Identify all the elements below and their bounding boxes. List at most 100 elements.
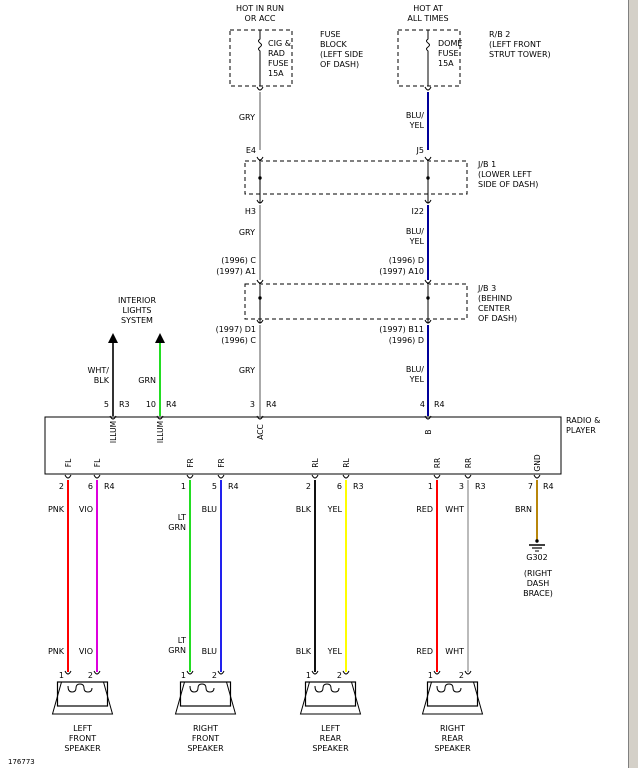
jb3-label: OF DASH) <box>478 314 517 323</box>
wire-color-label: BLU <box>202 647 218 656</box>
dome-fuse-label: FUSE <box>438 49 459 58</box>
cig-fuse-label: 15A <box>268 69 284 78</box>
acc-connector: R4 <box>266 400 277 409</box>
jb1-connector <box>424 156 432 161</box>
radio-output-connector: R4 <box>228 482 239 491</box>
speaker-name-label: REAR <box>442 734 464 743</box>
illum-pin-10: 10 <box>146 400 156 409</box>
speaker-coil <box>67 683 93 693</box>
speaker-pin: 1 <box>428 671 433 680</box>
radio-output-label: RL <box>311 457 320 467</box>
radio-output-pin: 6 <box>88 482 93 491</box>
window-frame-edge <box>628 0 638 768</box>
fuse-block-label: OF DASH) <box>320 60 359 69</box>
speaker-pin-connector <box>311 670 319 675</box>
jb1-right-splice <box>426 176 430 180</box>
cig-fuse-label: RAD <box>268 49 285 58</box>
pin-1997-b11: (1997) B11 <box>379 325 424 334</box>
wire-color-label: GRN <box>168 646 186 655</box>
fuse-block-label: BLOCK <box>320 40 348 49</box>
ground-location-label: DASH <box>527 579 550 588</box>
speaker-coil <box>314 683 340 693</box>
jb3-box <box>244 283 468 320</box>
speaker-pin-connector <box>64 670 72 675</box>
speaker-wire-connector <box>93 474 101 479</box>
jb1-connector <box>256 156 264 161</box>
fuse-block-label: FUSE <box>320 30 341 39</box>
wire-color-label: VIO <box>79 505 93 514</box>
wire-color-label: YEL <box>327 647 343 656</box>
interior-lights-label: LIGHTS <box>123 306 152 315</box>
wire-color-label: LT <box>178 513 186 522</box>
wire-color-label: LT <box>178 636 186 645</box>
pin-h3: H3 <box>245 207 256 216</box>
speaker-pin-connector <box>217 670 225 675</box>
speaker-pin: 2 <box>459 671 464 680</box>
speaker-name-label: SPEAKER <box>64 744 101 753</box>
wire-color-label: RED <box>416 505 433 514</box>
rb2-connector <box>424 86 432 91</box>
speaker-name-label: REAR <box>320 734 342 743</box>
radio-output-label: FR <box>186 458 195 468</box>
jb3-label: J/B 3 <box>477 284 496 293</box>
speaker-cone <box>299 681 362 715</box>
fuse-block-box <box>229 29 293 87</box>
speaker-pin-connector <box>464 670 472 675</box>
radio-output-pin: 5 <box>212 482 217 491</box>
jb3-connector <box>424 279 432 284</box>
radio-output-connector: R3 <box>353 482 364 491</box>
blu-yel-wire-1-label: YEL <box>409 121 425 130</box>
wire-color-label: YEL <box>327 505 343 514</box>
figure-id: 176773 <box>8 758 35 766</box>
illum-connector-r3: R3 <box>119 400 130 409</box>
speaker-wire-connector <box>217 474 225 479</box>
rb2-label: R/B 2 <box>489 30 510 39</box>
speaker-body <box>56 681 109 707</box>
always-power-label: ALL TIMES <box>407 14 448 23</box>
ground-location-label: BRACE) <box>523 589 553 598</box>
speaker-name-label: RIGHT <box>193 724 218 733</box>
wire-color-label: BLK <box>296 647 312 656</box>
radio-output-label: FL <box>64 458 73 467</box>
jb3-connector <box>424 319 432 324</box>
speaker-body <box>304 681 357 707</box>
pin-i22: I22 <box>411 207 424 216</box>
jb1-label: SIDE OF DASH) <box>478 180 538 189</box>
cig-rad-fuse <box>258 36 262 54</box>
wire-color-label: WHT <box>445 505 464 514</box>
pin-j5: J5 <box>416 146 424 155</box>
jb3-right-splice <box>426 296 430 300</box>
pin-1997-a10: (1997) A10 <box>379 267 424 276</box>
speaker-pin: 2 <box>337 671 342 680</box>
radio-pin-label: ACC <box>256 424 265 439</box>
speaker-pin-connector <box>433 670 441 675</box>
speaker-wire-connector <box>64 474 72 479</box>
wire-color-label: RED <box>416 647 433 656</box>
interior-lights-label: INTERIOR <box>118 296 157 305</box>
illum-pin-5: 5 <box>104 400 109 409</box>
speaker-name-label: RIGHT <box>440 724 465 733</box>
radio-top-connector <box>156 415 164 420</box>
rb2-label: STRUT TOWER) <box>489 50 551 59</box>
battery-pin: 4 <box>420 400 425 409</box>
blu-yel-wire-2-label: BLU/ <box>406 227 424 236</box>
speaker-pin: 2 <box>88 671 93 680</box>
speaker-wire-connector <box>311 474 319 479</box>
ground-node <box>535 539 539 543</box>
ground-pin: 7 <box>528 482 533 491</box>
jb1-box <box>244 160 468 195</box>
wht-blk-wire-label: BLK <box>94 376 110 385</box>
dome-fuse-label: DOME <box>438 39 462 48</box>
gry-wire-3-label: GRY <box>239 366 255 375</box>
dome-fuse-label: 15A <box>438 59 454 68</box>
wire-color-label: PNK <box>48 505 65 514</box>
speaker-name-label: LEFT <box>73 724 92 733</box>
radio-output-pin: 6 <box>337 482 342 491</box>
dome-fuse <box>426 36 430 54</box>
pin-1997-d1: (1997) D1 <box>216 325 256 334</box>
speaker-pin: 1 <box>59 671 64 680</box>
gry-wire-1-label: GRY <box>239 113 255 122</box>
radio-player-label: PLAYER <box>566 426 596 435</box>
speaker-name-label: LEFT <box>321 724 340 733</box>
